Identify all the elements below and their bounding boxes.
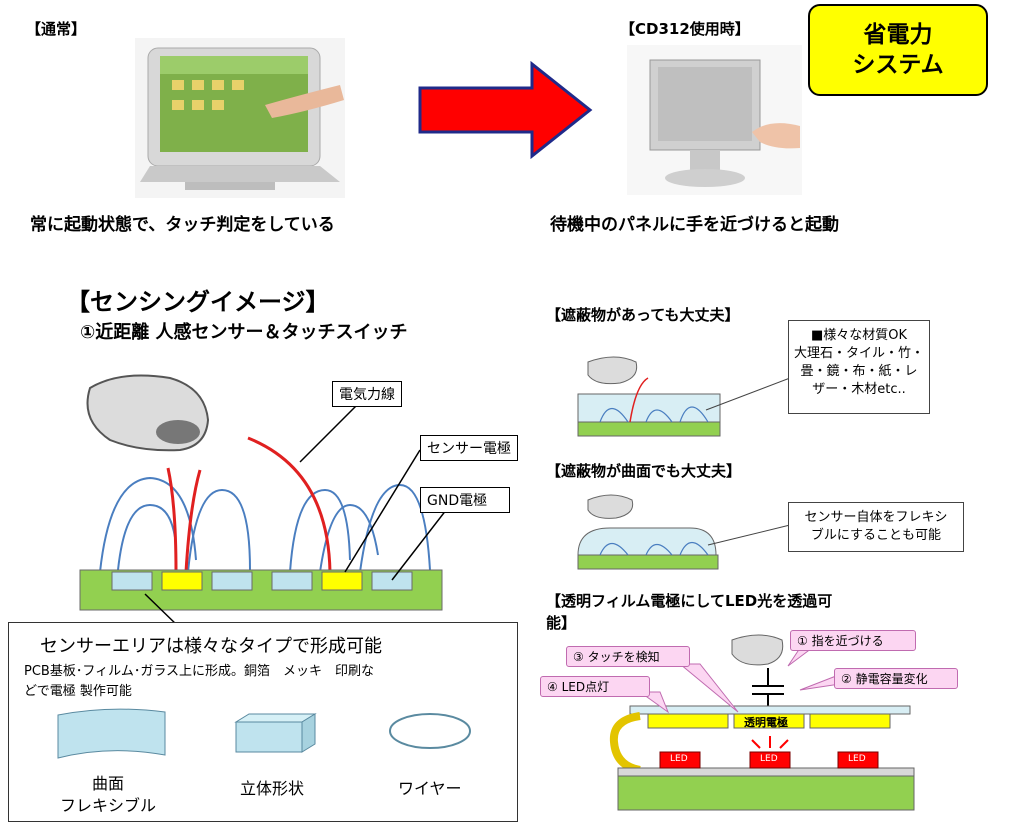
shape2-label: 立体形状 [240, 779, 305, 798]
normal-caption: 常に起動状態で、タッチ判定をしている [30, 215, 335, 235]
power-saving-badge: 省電力 システム [808, 4, 988, 96]
step3-callout: ③ タッチを検知 [566, 646, 690, 667]
sensing-subtitle: ①近距離 人感センサー＆タッチスイッチ [80, 322, 408, 343]
shield-note: ■様々な材質OK 大理石・タイル・竹・ 畳・鏡・布・紙・レ ザー・木材etc.. [788, 320, 930, 414]
shape1-label-1: 曲面 [92, 774, 125, 793]
sensing-title: 【センシングイメージ】 [66, 288, 330, 316]
shape3-label: ワイヤー [398, 779, 462, 798]
field-line-callout: 電気力線 [332, 381, 402, 407]
led-3-label: LED [848, 754, 866, 764]
film-title-line-2: 能】 [546, 614, 577, 632]
cd312-label: 【CD312使用時】 [620, 20, 750, 38]
step4-callout: ④ LED点灯 [540, 676, 650, 697]
shield-note-line-4: ザー・木材etc.. [812, 382, 906, 397]
curved-note: センサー自体をフレキシ ブルにすることも可能 [788, 502, 964, 552]
badge-line-2: システム [852, 52, 944, 78]
info-line-2: どで電極 製作可能 [24, 684, 132, 699]
info-heading: センサーエリアは様々なタイプで形成可能 [40, 636, 382, 657]
led-1-label: LED [670, 754, 688, 764]
led-2-label: LED [760, 754, 778, 764]
shield-note-line-3: 畳・鏡・布・紙・レ [800, 364, 918, 379]
film-title-line-1: 【透明フィルム電極にしてLED光を透過可 [546, 592, 833, 610]
badge-line-1: 省電力 [863, 22, 933, 48]
shield-note-line-2: 大理石・タイル・竹・ [793, 346, 924, 361]
shield-note-line-1: ■様々な材質OK [810, 328, 908, 343]
shape1-label-2: フレキシブル [60, 796, 157, 815]
curved-note-line-2: ブルにすることも可能 [810, 528, 942, 543]
curved-note-line-1: センサー自体をフレキシ [804, 510, 948, 525]
curved-title: 【遮蔽物が曲面でも大丈夫】 [546, 462, 742, 480]
normal-label: 【通常】 [26, 20, 87, 38]
transparent-electrode-label: 透明電極 [744, 716, 788, 729]
shield-title: 【遮蔽物があっても大丈夫】 [546, 306, 740, 324]
info-line-1: PCB基板･フィルム･ガラス上に形成。銅箔 メッキ 印刷な [24, 664, 375, 679]
step1-callout: ① 指を近づける [790, 630, 916, 651]
step2-callout: ② 静電容量変化 [834, 668, 958, 689]
cd312-caption: 待機中のパネルに手を近づけると起動 [550, 215, 839, 235]
gnd-electrode-callout: GND電極 [420, 487, 510, 513]
sensor-electrode-callout: センサー電極 [420, 435, 518, 461]
